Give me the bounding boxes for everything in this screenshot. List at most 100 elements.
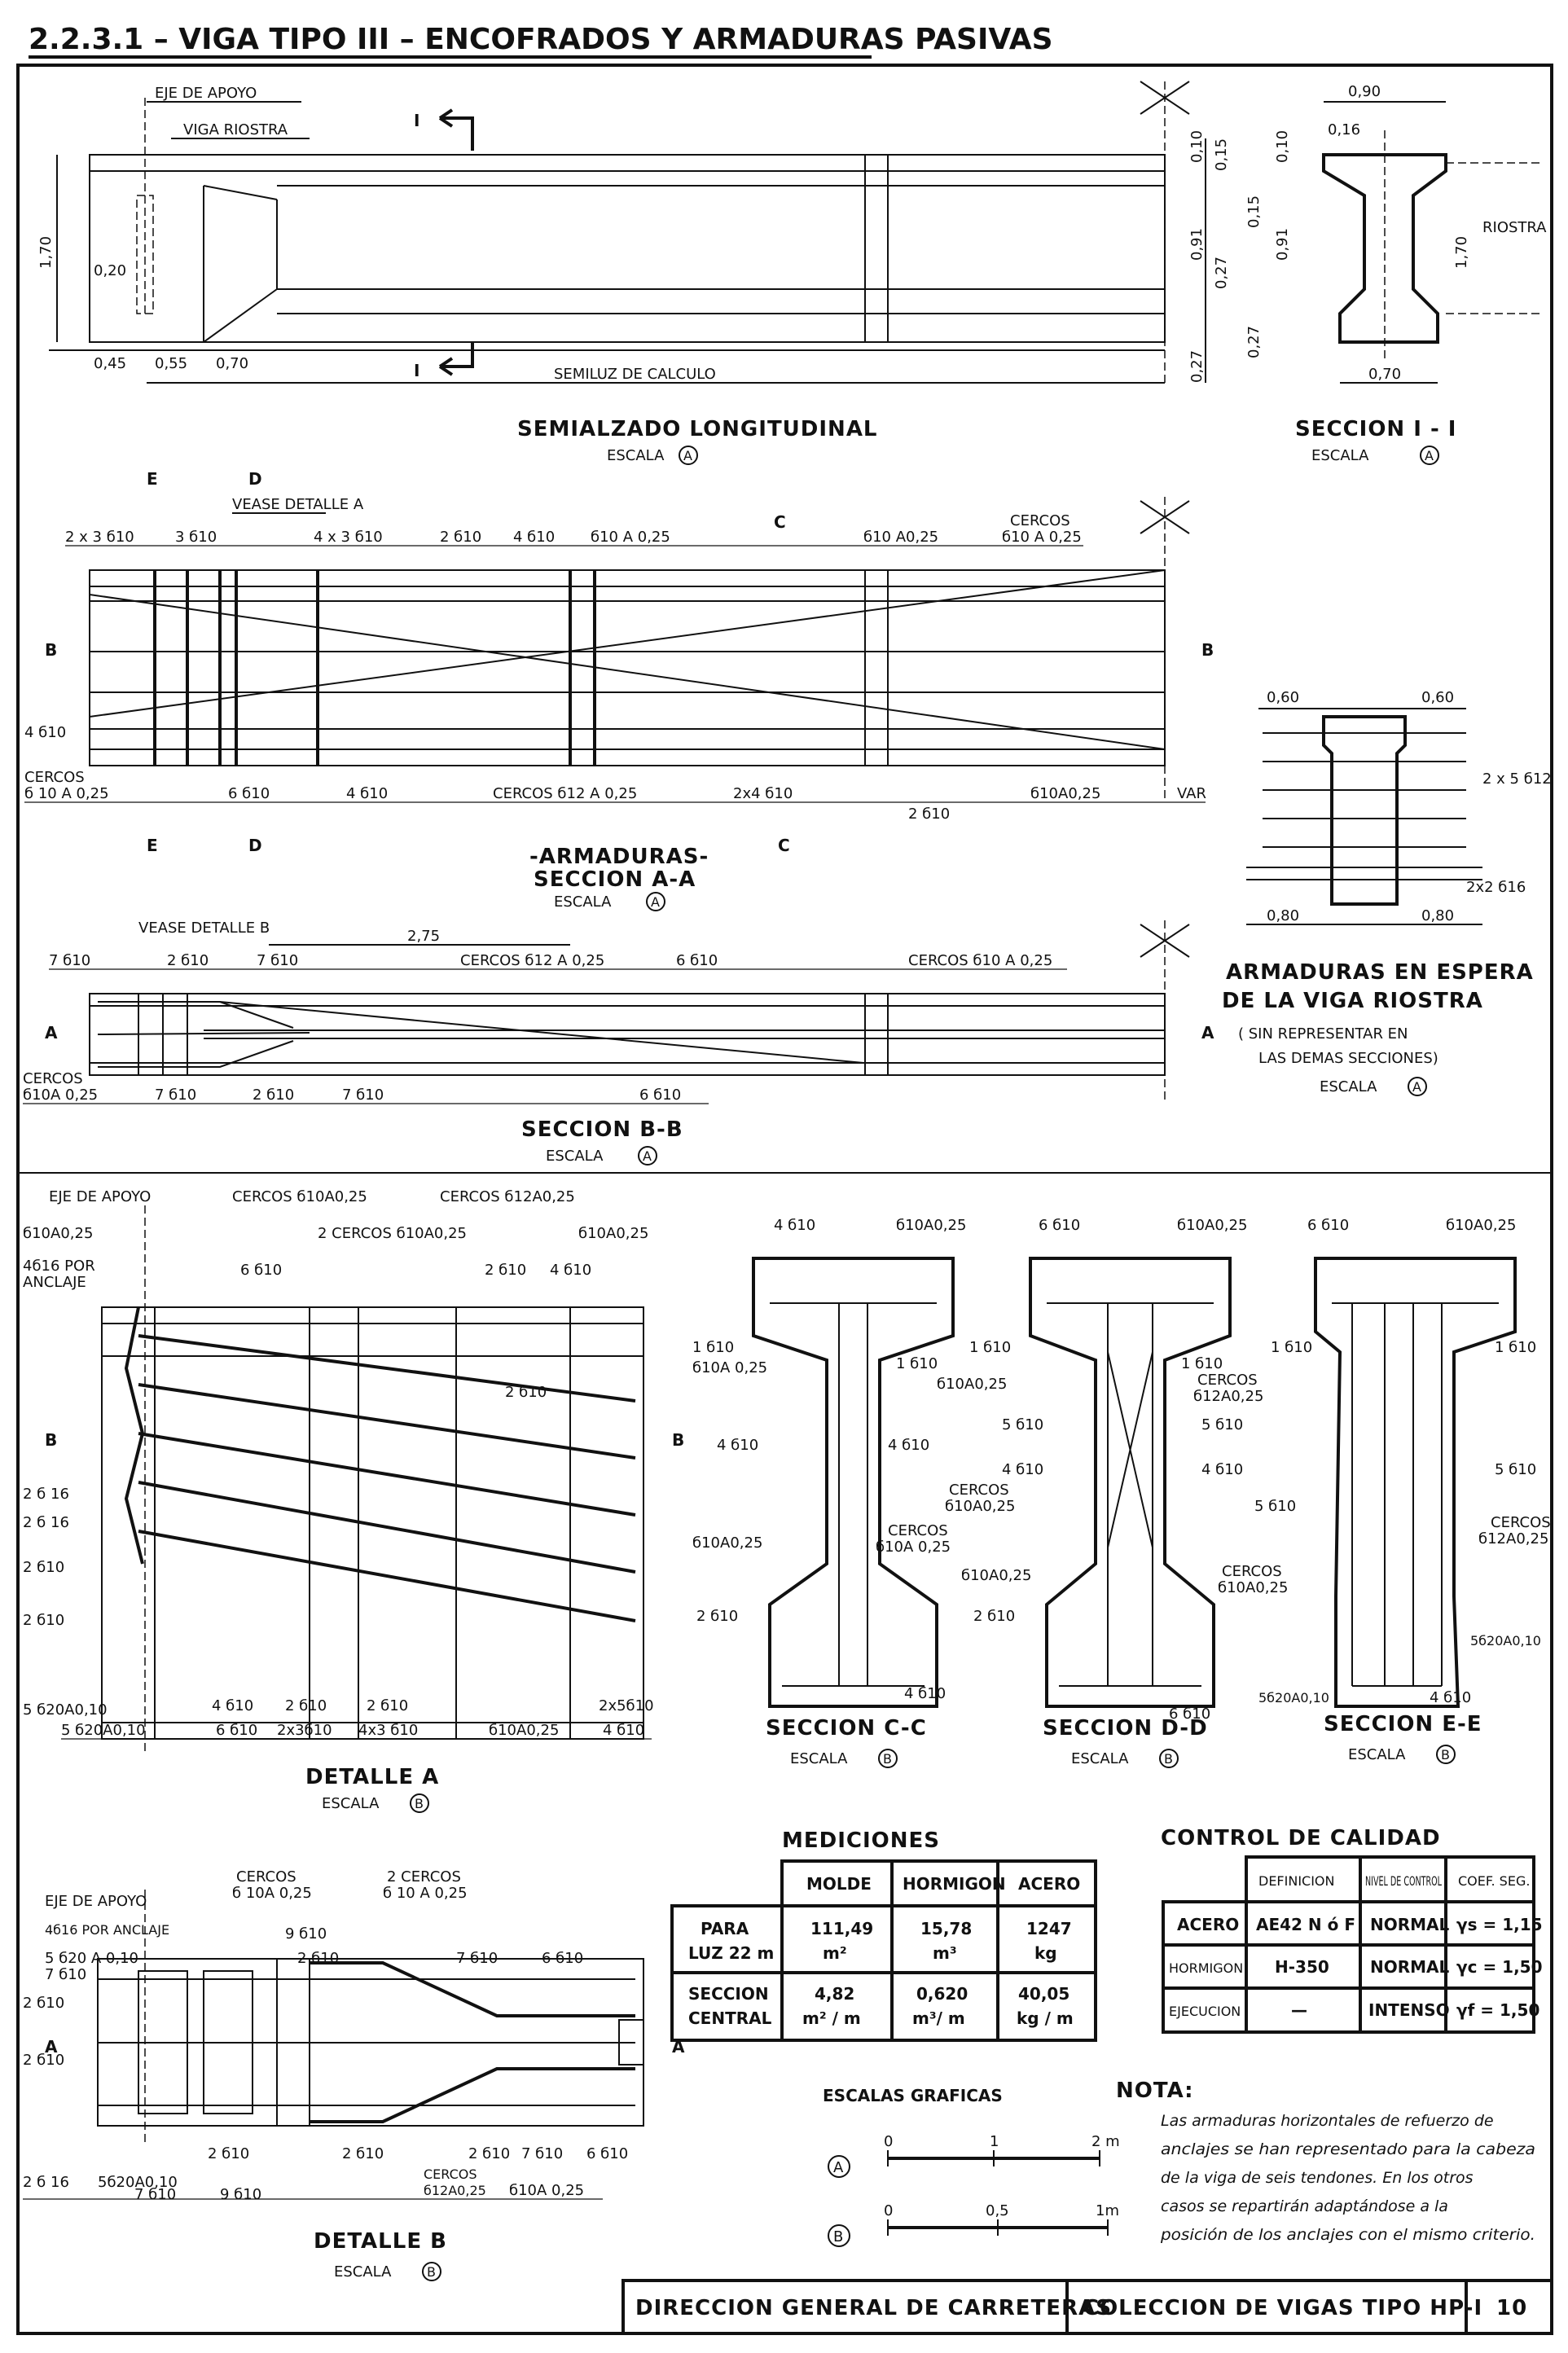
- seccion-i-scale: ESCALA: [1311, 447, 1369, 464]
- aa-label: 6 б10: [228, 785, 270, 802]
- cc-title: SECCION C-C: [766, 1716, 927, 1741]
- db-label: 7 б10: [134, 2186, 176, 2203]
- da-label: 5 б20A0,10: [61, 1722, 146, 1739]
- cut-arrow-bottom: [438, 342, 474, 376]
- da-label: 2x3б10: [277, 1722, 332, 1739]
- dim-010: 0,10: [1188, 130, 1206, 163]
- db-label: CERCOS: [424, 2166, 477, 2182]
- i-dim-015: 0,15: [1245, 195, 1263, 228]
- med-cell: kg / m: [1017, 2008, 1074, 2028]
- med-header: ACERO: [1018, 1874, 1080, 1894]
- bb-anchor-1: [97, 1032, 310, 1035]
- db-label: 9 б10: [285, 1925, 327, 1943]
- aa-cut-d-bottom: D: [248, 836, 262, 855]
- aa-label: б10 A 0,25: [1002, 529, 1082, 546]
- db-label: 2 б10: [342, 2145, 384, 2162]
- ee-label: б12A0,25: [1478, 1530, 1548, 1547]
- dd-label: б10A0,25: [1177, 1217, 1247, 1234]
- cc-stirrup: [770, 1302, 937, 1687]
- cc-outline: [752, 1257, 955, 1708]
- bb-symmetry-mark: [1140, 924, 1190, 958]
- aa-label: VEASE DETALLE A: [232, 496, 364, 513]
- scale-a-marker: [646, 892, 665, 911]
- control-title: CONTROL DE CALIDAD: [1161, 1826, 1441, 1850]
- db-label: 6 б10: [542, 1950, 583, 1967]
- db-label: EJE DE APOYO: [45, 1893, 147, 1910]
- dim-045: 0,45: [94, 355, 126, 372]
- scale-a-letter: A: [683, 448, 692, 463]
- i-dim-070: 0,70: [1368, 366, 1401, 383]
- escala-a-tick-label: 1: [990, 2133, 999, 2150]
- ee-label: 5б20A0,10: [1258, 1690, 1329, 1705]
- view-detalle-b: A A EJE DE APOYO CERCOS б 10A 0,25 2 CER…: [23, 1868, 685, 2281]
- ctrl-cell: γs = 1,15: [1456, 1915, 1543, 1934]
- dd-scale: ESCALA: [1071, 1750, 1129, 1767]
- db-scale: ESCALA: [334, 2263, 392, 2281]
- nota-title: NOTA:: [1116, 2079, 1194, 2103]
- da-label: CERCOS б12A0,25: [440, 1188, 575, 1205]
- dim-055: 0,55: [155, 355, 187, 372]
- ctrl-cell: γc = 1,50: [1456, 1957, 1543, 1977]
- nota-line: casos se repartirán adaptándose a la: [1161, 2197, 1448, 2215]
- escala-a-marker: [828, 2155, 850, 2178]
- ee-label: CERCOS: [1491, 1514, 1551, 1531]
- cc-label: б10A0,25: [896, 1217, 966, 1234]
- view-seccion-bb: A A VEASE DETALLE B 2,75 7 б10 2 б10 7 б…: [23, 920, 1214, 1166]
- scale-prefix: ESCALA: [1348, 1746, 1406, 1763]
- scale-a-letter: A: [1425, 448, 1434, 463]
- da-diag-1: [138, 1334, 636, 1403]
- riostra-label: 0,80: [1267, 907, 1299, 924]
- cc-label: 4 б10: [888, 1437, 929, 1454]
- aa-label: 4 б10: [346, 785, 388, 802]
- aa-label: 2 б10: [908, 806, 950, 823]
- bb-label: CERCOS б10 A 0,25: [908, 952, 1052, 969]
- da-title: DETALLE A: [305, 1765, 439, 1789]
- da-label: 2x5б10: [599, 1697, 654, 1714]
- aa-label: 2x4 б10: [733, 785, 793, 802]
- riostra-note-1: ( SIN REPRESENTAR EN: [1238, 1025, 1408, 1043]
- aa-label: 2 x 3 б10: [65, 529, 134, 546]
- scale-a-letter: A: [651, 894, 660, 910]
- aa-label: б10A0,25: [1030, 785, 1100, 802]
- dim-020: 0,20: [94, 262, 126, 279]
- label-viga-riostra: VIGA RIOSTRA: [183, 121, 288, 138]
- view-detalle-a: B B EJE DE APOYO б10A0,25 4б16 POR ANCLA…: [23, 1188, 684, 1813]
- med-header: MOLDE: [806, 1874, 872, 1894]
- bb-diag-1: [219, 1001, 864, 1064]
- aa-label: VAR: [1177, 785, 1206, 802]
- db-label: 5б20A0,10: [98, 2174, 178, 2191]
- dd-title: SECCION D-D: [1043, 1716, 1208, 1741]
- da-label: 2 б 16: [23, 1486, 69, 1503]
- da-diag-5: [138, 1530, 636, 1622]
- aa-cut-b-right: B: [1201, 640, 1214, 660]
- dd-label: 1 б10: [969, 1339, 1011, 1356]
- db-label: б 10A 0,25: [232, 1885, 312, 1902]
- bb-label: VEASE DETALLE B: [138, 920, 270, 937]
- da-label: б10A0,25: [23, 1225, 93, 1242]
- da-label: 4 б10: [550, 1262, 591, 1279]
- ctrl-cell: H-350: [1275, 1957, 1329, 1977]
- riostra-label: 0,80: [1421, 907, 1454, 924]
- dim-070: 0,70: [216, 355, 248, 372]
- ee-label: 5 б10: [1254, 1498, 1296, 1515]
- da-label: 2 б10: [23, 1559, 64, 1576]
- scale-prefix: ESCALA: [790, 1750, 848, 1767]
- db-label: 2 б10: [297, 1950, 339, 1967]
- da-label: б10A0,25: [578, 1225, 648, 1242]
- scale-b-letter: B: [883, 1751, 892, 1767]
- da-label: EJE DE APOYO: [49, 1188, 151, 1205]
- da-label: 4x3 б10: [358, 1722, 418, 1739]
- ee-label: 6 б10: [1307, 1217, 1349, 1234]
- db-label: 2 б10: [468, 2145, 510, 2162]
- dd-label: 4 б10: [1002, 1461, 1043, 1478]
- aa-cut-c: C: [774, 512, 786, 532]
- bb-cut-right: A: [1201, 1023, 1214, 1043]
- dd-label: б12A0,25: [1193, 1388, 1263, 1405]
- db-label: 4б16 POR ANCLAJE: [45, 1922, 169, 1938]
- ctrl-cell: —: [1291, 2000, 1307, 2020]
- dim-027b: 0,27: [1188, 350, 1206, 383]
- bb-label: 2 б10: [253, 1087, 294, 1104]
- escala-a-tick-label: 2 m: [1091, 2133, 1120, 2150]
- bb-label: CERCOS б12 A 0,25: [460, 952, 604, 969]
